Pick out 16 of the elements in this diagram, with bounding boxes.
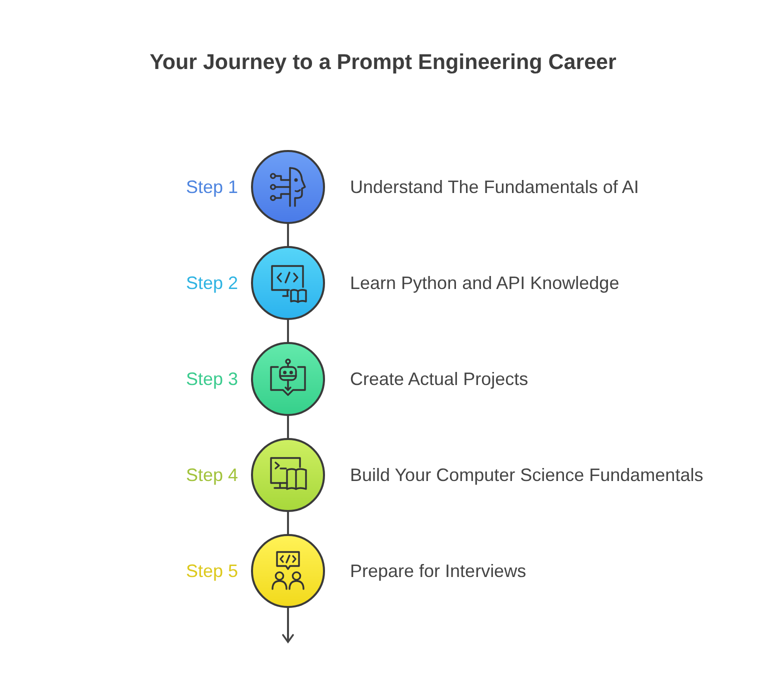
step-label: Step 3 — [186, 368, 238, 390]
step-description: Create Actual Projects — [350, 368, 528, 390]
arrow — [282, 608, 294, 643]
step-description: Prepare for Interviews — [350, 560, 526, 582]
step-label: Step 1 — [186, 176, 238, 198]
step-label: Step 5 — [186, 560, 238, 582]
step-description: Understand The Fundamentals of AI — [350, 176, 639, 198]
step-description: Build Your Computer Science Fundamentals — [350, 464, 704, 486]
step-description: Learn Python and API Knowledge — [350, 272, 620, 294]
step-label: Step 2 — [186, 272, 238, 294]
connector-line — [287, 320, 289, 342]
connector-line — [287, 512, 289, 534]
diagram-title: Your Journey to a Prompt Engineering Career — [150, 50, 616, 75]
connector-line — [287, 224, 289, 246]
step-label: Step 4 — [186, 464, 238, 486]
connector-line — [287, 416, 289, 438]
